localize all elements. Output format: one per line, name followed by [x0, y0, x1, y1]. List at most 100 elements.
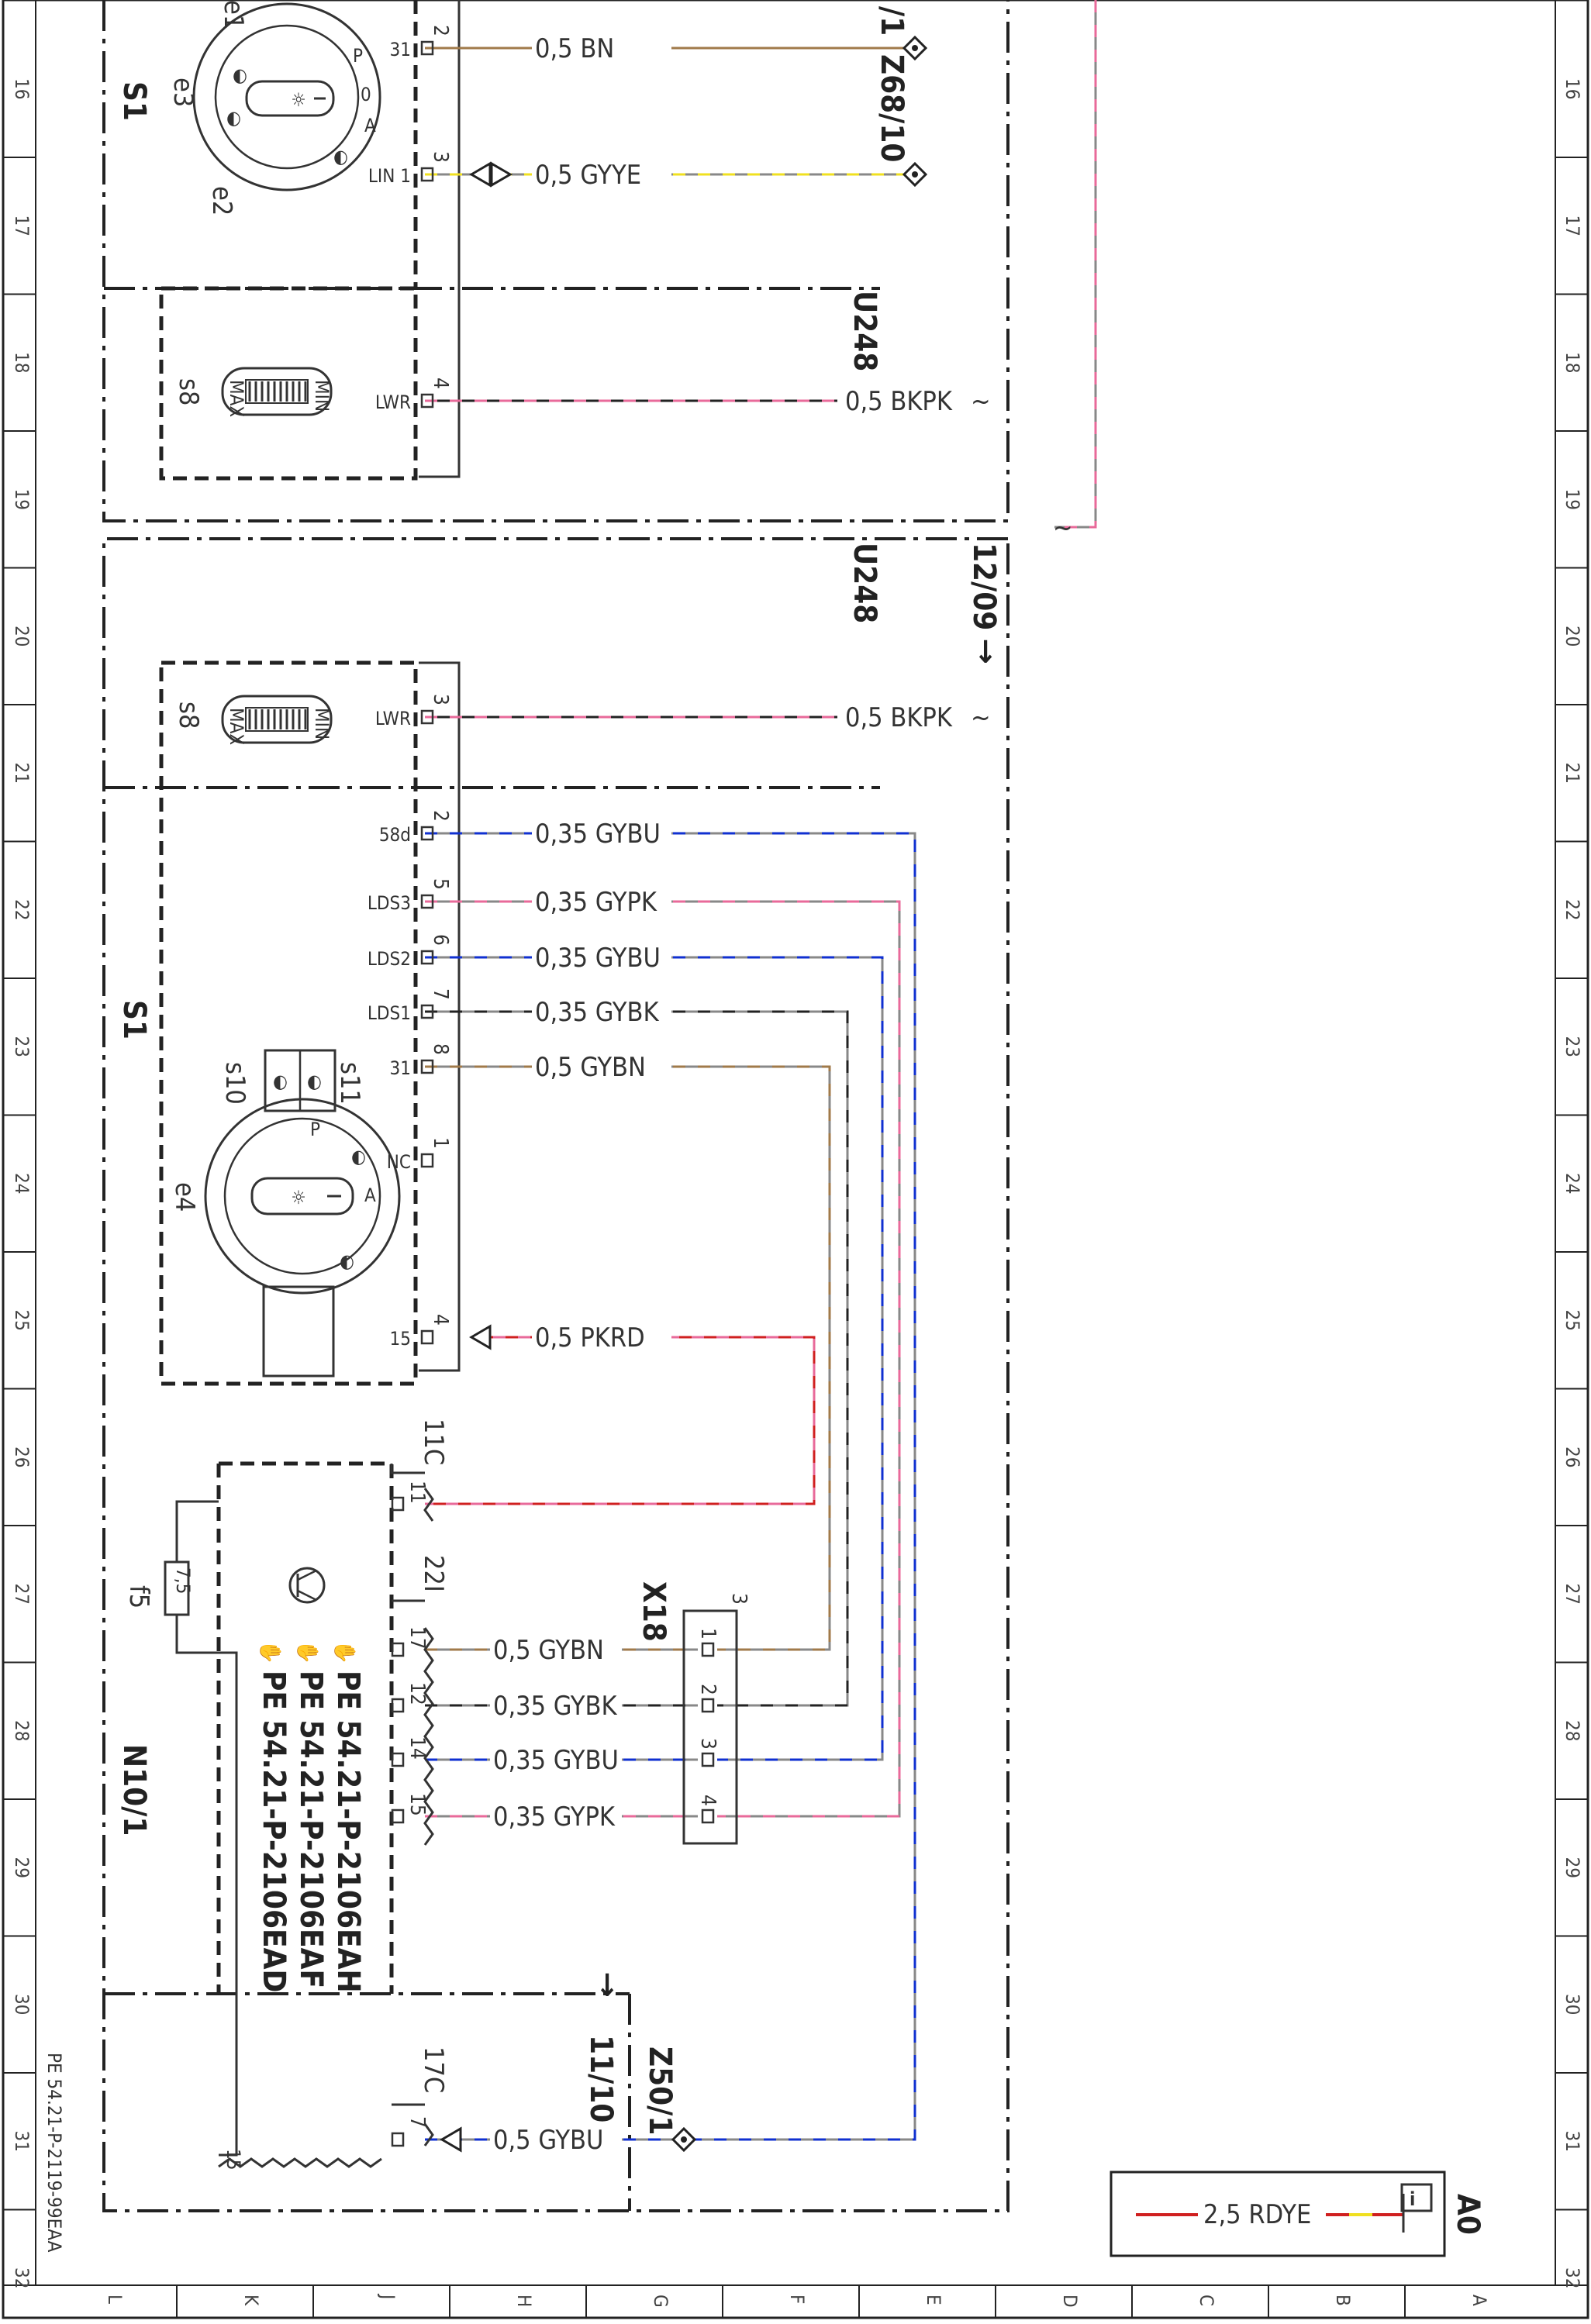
arrow-lin-right: [490, 161, 513, 188]
svg-text:◐: ◐: [226, 107, 241, 129]
wire-label-lower-2: 0,35 GYPK: [535, 887, 657, 918]
zigzag-edges: [218, 1464, 434, 2168]
label-ref-11-10: 11/10: [583, 2035, 619, 2122]
wire-break-2: ~: [1053, 512, 1073, 543]
rotary-switch-top: ☼ ◐ P 0 A ◐ ◐: [192, 2, 381, 191]
svg-text:MAX: MAX: [226, 380, 247, 417]
wire-label-top-2: 0,5 BKPK: [845, 386, 953, 417]
svg-text:◐: ◐: [351, 1146, 366, 1167]
pin-name-lower-5: 31: [390, 1057, 411, 1079]
hand-icon-2: ✋: [333, 1640, 357, 1664]
ruler-letter-J: J: [377, 2293, 399, 2299]
svg-text:P: P: [310, 1119, 320, 1140]
pin-num-top-0: 2: [429, 25, 452, 36]
label-z50-1: Z50/1: [642, 2046, 678, 2135]
label-s1-lower: S1: [116, 1000, 152, 1040]
label-x18-count: 3: [727, 1593, 751, 1605]
wire-gybn-31: [425, 1065, 831, 1651]
ruler-num-right-19: 19: [1562, 489, 1583, 510]
ruler-num-left-32: 32: [11, 2267, 33, 2288]
label-e1: e1: [218, 0, 249, 29]
pin-name-top-2: LWR: [375, 391, 411, 413]
wire-break-1: ~: [971, 702, 991, 733]
pin-name-lower-3: LDS2: [368, 948, 411, 970]
wire-label-lower-4: 0,35 GYBK: [535, 997, 659, 1028]
label-11c: 11C: [418, 1419, 449, 1465]
ruler-num-left-31: 31: [11, 2131, 33, 2152]
pe-doc-2: PE 54.21-P-2106EAH: [330, 1671, 366, 1993]
connector-x18: [682, 1609, 738, 1845]
svg-text:◐: ◐: [273, 1071, 288, 1092]
ruler-num-left-18: 18: [11, 352, 33, 373]
svg-text:A: A: [364, 1184, 376, 1206]
pin-name-lower-1: 58d: [379, 824, 411, 846]
ruler-num-right-24: 24: [1562, 1173, 1583, 1194]
ruler-num-right-25: 25: [1562, 1310, 1583, 1331]
label-e4: e4: [169, 1182, 200, 1212]
ruler-num-left-22: 22: [11, 899, 33, 920]
ruler-num-left-28: 28: [11, 1720, 33, 1741]
label-z68-prefix: /1: [874, 6, 909, 36]
n10-wire-label-1: 0,5 GYBN: [493, 1635, 604, 1666]
n10-pin-num-1: 17: [406, 1626, 429, 1650]
pin-name-top-1: LIN 1: [368, 165, 411, 187]
ruler-num-left-23: 23: [11, 1036, 33, 1057]
pin-num-lower-7: 4: [429, 1314, 452, 1326]
label-z68-10: Z68/10: [874, 54, 909, 162]
ruler-num-right-30: 30: [1562, 1994, 1583, 2015]
n10-wire-label-2: 0,35 GYBK: [493, 1691, 617, 1722]
ruler-num-left-29: 29: [11, 1857, 33, 1878]
ruler-num-left-26: 26: [11, 1446, 33, 1467]
n10-pin-num-2: 12: [406, 1682, 429, 1705]
ruler-num-left-27: 27: [11, 1584, 33, 1605]
pin-num-lower-4: 7: [429, 988, 452, 1000]
ruler-num-left-19: 19: [11, 489, 33, 510]
label-u248-lower: U248: [847, 543, 882, 623]
wire-label-lower-1: 0,35 GYBU: [535, 819, 661, 850]
ruler-num-left-20: 20: [11, 626, 33, 647]
label-s8-top: s8: [173, 378, 204, 405]
pe-doc-1: PE 54.21-P-2106EAF: [293, 1671, 329, 1988]
label-ref-12-09: 12/09: [966, 543, 1002, 630]
arrow-pin15: [469, 1324, 492, 1350]
wire-label-top-0: 0,5 BN: [535, 33, 614, 64]
wire-label-top-1: 0,5 GYYE: [535, 160, 641, 191]
wire-pkrd-15: [425, 1336, 816, 1505]
pin-num-lower-6: 1: [429, 1137, 452, 1149]
ruler-num-right-20: 20: [1562, 626, 1583, 647]
ruler-letter-L: L: [104, 2295, 126, 2304]
n10-wire-label-3: 0,35 GYBU: [493, 1745, 619, 1776]
ruler-num-right-18: 18: [1562, 352, 1583, 373]
ruler-num-left-21: 21: [11, 763, 33, 784]
ruler-letter-H: H: [513, 2295, 535, 2307]
ruler-num-left-17: 17: [11, 216, 33, 236]
svg-text:MIN: MIN: [311, 708, 333, 740]
ruler-letter-G: G: [650, 2295, 671, 2308]
info-icon: i: [1410, 2188, 1415, 2210]
ruler-num-left-30: 30: [11, 1994, 33, 2015]
n10-pin-num-3: 14: [406, 1736, 429, 1760]
arrow-12-09: ↓: [974, 635, 997, 671]
svg-text:A: A: [364, 115, 376, 136]
footer-doc: PE 54.21-P-2119-99EAA: [43, 2053, 65, 2253]
pin-num-top-1: 3: [429, 151, 452, 163]
pin-name-lower-0: LWR: [375, 708, 411, 729]
ruler-letter-E: E: [923, 2295, 944, 2305]
label-s8-lower: s8: [173, 702, 204, 729]
n10-wire-label-5: 0,5 GYBU: [493, 2125, 603, 2156]
svg-text:MAX: MAX: [226, 708, 247, 745]
pe-doc-references: ✋PE 54.21-P-2106EAD✋PE 54.21-P-2106EAF✋P…: [256, 1640, 366, 1993]
pin-num-lower-3: 6: [429, 934, 452, 946]
thumbwheel-s8-top: MAX MIN: [221, 367, 333, 417]
label-17c: 17C: [418, 2046, 449, 2093]
pin-num-lower-2: 5: [429, 878, 452, 890]
arrow-lin-left: [469, 161, 492, 188]
ruler-num-right-32: 32: [1562, 2267, 1583, 2288]
pin-num-lower-1: 2: [429, 810, 452, 822]
wire-gybu-58d: [425, 832, 916, 2141]
ruler-num-right-21: 21: [1562, 763, 1583, 784]
